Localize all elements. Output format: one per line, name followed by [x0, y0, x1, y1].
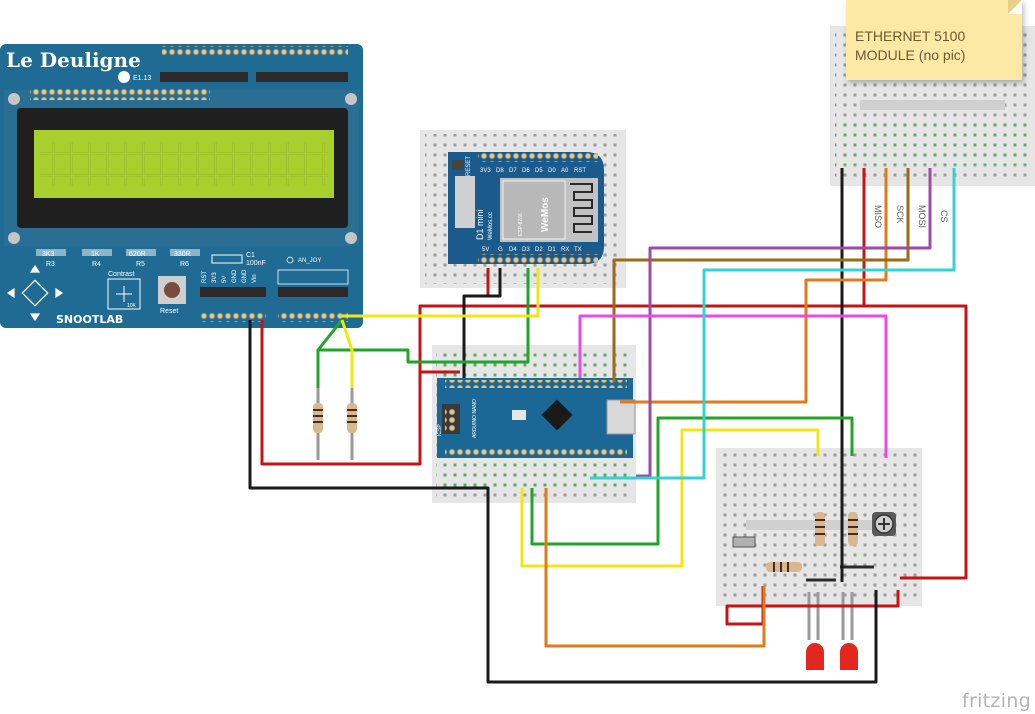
r6-value: 330R: [174, 251, 191, 258]
esp-brand: WeMos: [540, 197, 551, 232]
svg-text:D6: D6: [522, 168, 530, 174]
sck-label: SCK: [895, 205, 905, 224]
svg-text:TX: TX: [574, 247, 582, 253]
shield-analog-header: [278, 312, 348, 322]
svg-text:3V3: 3V3: [212, 272, 218, 283]
shield-power-header: [200, 312, 266, 322]
lcd-shield: Le Deuligne E1.13 3K3 1K 620R 330R R3 R4…: [0, 44, 363, 328]
svg-text:5V: 5V: [482, 247, 489, 253]
wemos-d1-mini: RESET 3V3 D8 D7 D6 D5 D0 A0 RST 5V G D4 …: [448, 152, 604, 264]
cap-value: 100nF: [246, 260, 266, 267]
fritzing-brand: fritzing: [962, 690, 1031, 712]
svg-text:G: G: [498, 247, 503, 253]
svg-text:D1: D1: [548, 247, 556, 253]
joy-label: AN_JOY: [298, 258, 321, 264]
arduino-nano: ICSP ARDUINO NANO: [437, 378, 636, 458]
shield-top-header: [162, 46, 348, 56]
wemos-bottom-pin-labels: 5V G D4 D3 D2 D1 RX TX: [482, 247, 582, 253]
svg-text:3V3: 3V3: [480, 168, 491, 174]
shield-logo: SNOOTLAB: [56, 313, 123, 326]
wemos-name: D1 mini: [475, 209, 485, 240]
svg-text:D0: D0: [548, 168, 556, 174]
reset-label: Reset: [160, 308, 178, 315]
svg-text:A0: A0: [561, 168, 569, 174]
contrast-label: Contrast: [108, 271, 135, 278]
svg-text:Vin: Vin: [252, 274, 258, 283]
svg-text:D7: D7: [509, 168, 517, 174]
led-2: [840, 643, 858, 670]
note-fold: [1008, 0, 1022, 14]
led-1: [806, 643, 824, 670]
cap-label: C1: [246, 252, 255, 259]
ethernet-pin-labels: MISO SCK MOSI CS: [873, 205, 949, 228]
svg-text:D3: D3: [522, 247, 530, 253]
svg-text:D8: D8: [496, 168, 504, 174]
power-pin-labels: RST 3V3 5V GND GND Vin: [202, 269, 258, 283]
wires: [248, 168, 968, 684]
pot-value: 10K: [127, 303, 137, 309]
svg-text:D4: D4: [509, 247, 517, 253]
cs-label: CS: [939, 210, 949, 223]
joystick-icon: [6, 264, 64, 322]
svg-text:5V: 5V: [222, 276, 228, 283]
nano-mcu: [541, 399, 573, 431]
svg-text:GND: GND: [232, 269, 238, 283]
svg-text:RX: RX: [561, 247, 569, 253]
svg-text:D2: D2: [535, 247, 543, 253]
led-board-resistors: [732, 512, 874, 582]
nano-usb-port: [606, 399, 636, 435]
wemos-maker: WeMos.cc: [488, 212, 494, 240]
contrast-pot[interactable]: [107, 278, 141, 310]
r4-name: R4: [92, 261, 101, 268]
r5-name: R5: [136, 261, 145, 268]
esp-model: ESP-8266: [518, 213, 524, 236]
r6-name: R6: [180, 261, 189, 268]
svg-text:GND: GND: [242, 269, 248, 283]
shield-resistor-labels: 3K3 1K 620R 330R R3 R4 R5 R6: [36, 249, 200, 268]
antenna-trace: [570, 183, 593, 233]
ethernet-module-note: ETHERNET 5100 MODULE (no pic): [846, 0, 1022, 80]
nano-name: ARDUINO NANO: [472, 399, 478, 438]
svg-text:D5: D5: [535, 168, 543, 174]
r3-value: 3K3: [42, 251, 55, 258]
red-leds: [806, 592, 858, 670]
miso-label: MISO: [873, 205, 883, 228]
svg-text:RST: RST: [202, 271, 208, 283]
mosi-label: MOSI: [917, 205, 927, 228]
capacitor-c1: [211, 254, 243, 264]
wemos-reset-label: RESET: [466, 156, 472, 176]
trimmer-pot[interactable]: [872, 512, 896, 536]
r3-name: R3: [46, 261, 55, 268]
r4-value: 1K: [91, 251, 100, 258]
note-text: ETHERNET 5100 MODULE (no pic): [855, 28, 966, 63]
shield-brand: Le Deuligne: [6, 48, 141, 72]
pullup-resistors: [313, 385, 357, 460]
r5-value: 620R: [129, 251, 146, 258]
wemos-top-pin-labels: 3V3 D8 D7 D6 D5 D0 A0 RST: [480, 168, 586, 174]
svg-text:RST: RST: [574, 168, 586, 174]
shield-revision: E1.13: [133, 75, 151, 82]
icsp-label: ICSP: [437, 424, 443, 436]
